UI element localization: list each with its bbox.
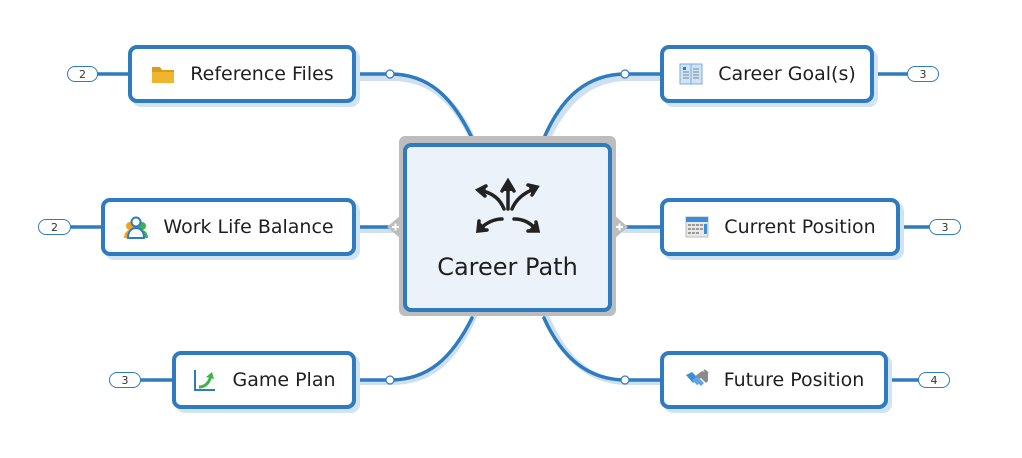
topic-reference-files[interactable]: Reference Files xyxy=(128,45,356,103)
topic-label: Game Plan xyxy=(232,369,336,391)
child-count-badge[interactable]: 3 xyxy=(929,219,961,235)
connector-knob xyxy=(620,69,630,79)
topic-label: Current Position xyxy=(724,216,876,238)
connector-knob xyxy=(385,69,395,79)
connector-game-plan xyxy=(353,316,474,382)
topic-future-position[interactable]: Future Position xyxy=(660,351,888,409)
child-count-badge[interactable]: 2 xyxy=(38,219,71,235)
connector-future-position xyxy=(542,316,665,382)
central-topic-label: Career Path xyxy=(437,252,578,281)
handshake-icon xyxy=(685,369,709,386)
expand-right-button[interactable] xyxy=(614,215,628,239)
connector-knob xyxy=(620,375,630,385)
people-icon xyxy=(124,216,149,239)
child-count-badge[interactable]: 2 xyxy=(67,66,98,82)
connector-knob xyxy=(385,375,395,385)
topic-current-position[interactable]: Current Position xyxy=(660,198,900,256)
folder-icon xyxy=(152,67,175,83)
topic-label: Future Position xyxy=(723,369,865,391)
growth-chart-icon xyxy=(194,370,216,391)
child-count-badge[interactable]: 3 xyxy=(109,372,141,388)
topic-label: Reference Files xyxy=(190,63,334,85)
topic-career-goals[interactable]: Career Goal(s) xyxy=(660,45,874,103)
calendar-icon xyxy=(685,216,709,238)
open-book-icon xyxy=(679,63,703,85)
expand-left-button[interactable] xyxy=(387,215,401,239)
child-count-badge[interactable]: 4 xyxy=(918,372,950,388)
topic-game-plan[interactable]: Game Plan xyxy=(172,351,356,409)
topic-work-life-balance[interactable]: Work Life Balance xyxy=(101,198,356,256)
branching-arrows-icon xyxy=(474,177,540,233)
central-topic[interactable]: Career Path xyxy=(403,143,612,312)
topic-label: Career Goal(s) xyxy=(718,63,856,85)
topic-label: Work Life Balance xyxy=(163,216,334,238)
child-count-badge[interactable]: 3 xyxy=(907,66,939,82)
